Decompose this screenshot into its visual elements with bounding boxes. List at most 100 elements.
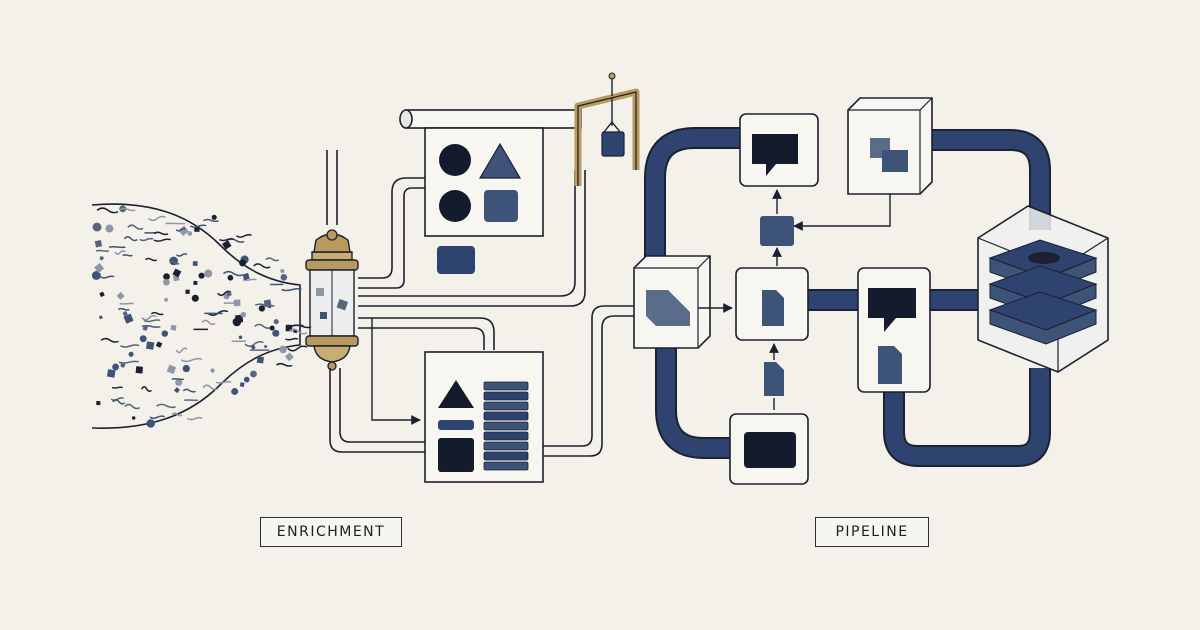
stacked-blocks-box (424, 351, 544, 483)
stack-layer (483, 421, 529, 431)
particle (100, 275, 115, 279)
database-stack-icon (977, 205, 1109, 373)
particle (276, 362, 293, 367)
gantry-hook-icon (574, 72, 640, 186)
particle (250, 370, 257, 378)
particle (253, 263, 271, 269)
particle (269, 325, 275, 331)
entry-cube-node (633, 255, 711, 349)
particle (120, 207, 136, 212)
particle (222, 240, 232, 250)
particle (145, 257, 157, 262)
particle (94, 239, 103, 248)
particle (170, 324, 177, 331)
particle (183, 388, 196, 393)
particle (233, 299, 241, 307)
particle (185, 289, 190, 294)
particle (201, 319, 216, 326)
particle (239, 259, 247, 267)
particle (118, 360, 139, 364)
particle (254, 303, 275, 307)
particle (135, 366, 144, 374)
particle (155, 341, 163, 348)
particle (280, 274, 288, 281)
particle (178, 225, 189, 237)
particle (106, 369, 116, 378)
transfer-block-top (760, 216, 794, 246)
particle (232, 317, 242, 327)
particle (215, 380, 232, 384)
stack-layer (483, 461, 529, 471)
particle (290, 324, 312, 329)
stack-layer (483, 401, 529, 411)
particle (114, 250, 126, 255)
particle (164, 297, 169, 302)
particle (120, 344, 140, 348)
particle (244, 340, 264, 348)
enrichment-label: ENRICHMENT (260, 517, 402, 547)
particle (161, 330, 169, 337)
particle (166, 364, 177, 375)
particle (182, 364, 190, 373)
particle (149, 415, 165, 419)
bottom-screen-node (729, 413, 809, 485)
particle (227, 274, 234, 281)
document-node (735, 267, 809, 341)
particle (264, 344, 268, 349)
chat-node-top (739, 113, 819, 187)
particle (92, 222, 102, 232)
stack-layer (483, 381, 529, 391)
particle-field (91, 205, 312, 428)
particle (143, 319, 161, 323)
particle (118, 307, 130, 311)
particle (284, 352, 294, 362)
particle (139, 335, 147, 343)
particle (236, 233, 252, 238)
particle (256, 356, 264, 364)
particle (163, 278, 170, 286)
stack-layer (483, 391, 529, 401)
particle (108, 246, 126, 249)
particle (181, 357, 203, 363)
particle (112, 398, 125, 405)
particle (112, 363, 120, 371)
particle (94, 263, 105, 274)
particle (122, 310, 128, 317)
particle (202, 384, 219, 391)
pipeline-loop (644, 127, 1051, 467)
particle (226, 291, 232, 297)
particle (123, 313, 134, 324)
particle-cloud-icon (91, 203, 312, 429)
particle (187, 231, 193, 236)
particle (273, 319, 279, 325)
particle (151, 311, 164, 316)
document-icon (764, 362, 784, 396)
particle (131, 416, 136, 420)
particle (98, 315, 103, 320)
particle (141, 315, 157, 321)
particle (192, 261, 198, 266)
particle (288, 328, 308, 335)
stack-layer (483, 411, 529, 421)
particle (122, 254, 133, 257)
particle (100, 337, 119, 343)
lantern-icon (305, 150, 359, 371)
particle (146, 419, 155, 428)
particle (281, 287, 302, 292)
particle (169, 260, 180, 265)
shape-sorter-icon (424, 127, 544, 274)
particle (240, 311, 247, 318)
particle (190, 224, 207, 228)
stack-layer (483, 451, 529, 461)
particle (148, 215, 166, 222)
particle (116, 291, 125, 300)
particle (238, 335, 243, 340)
particle (171, 412, 183, 417)
particle (285, 337, 299, 341)
particle (194, 226, 200, 232)
chat-document-node (857, 267, 931, 393)
particle (142, 325, 149, 332)
particle (99, 255, 105, 261)
particle (141, 325, 161, 328)
particle (145, 341, 155, 350)
